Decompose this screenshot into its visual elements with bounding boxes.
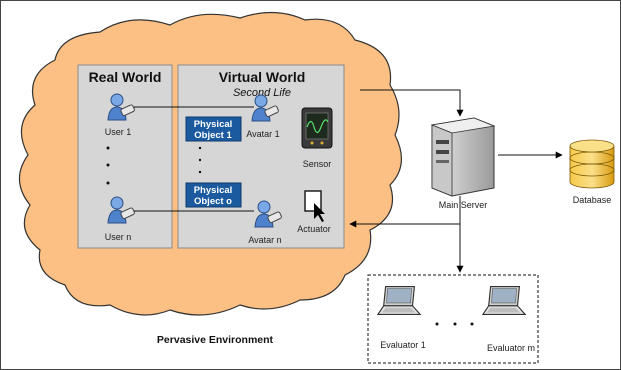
arrow-cloud-to-server <box>360 89 464 117</box>
virtual-world-title: Virtual World <box>219 69 306 85</box>
evaluator-1-label: Evaluator 1 <box>380 340 426 350</box>
sensor-icon <box>301 107 333 149</box>
ellipsis-dots-users <box>106 146 110 185</box>
ellipsis-dots-evaluators <box>435 322 474 326</box>
evaluators-box <box>367 274 539 364</box>
physical-object-o-line2: Object o <box>194 196 232 207</box>
evaluator-m-label: Evaluator m <box>487 343 535 353</box>
physical-object-1-line2: Object 1 <box>194 130 232 141</box>
user-1-label: User 1 <box>105 127 132 137</box>
virtual-world-subtitle: Second Life <box>233 87 291 99</box>
user-n-label: User n <box>105 232 132 242</box>
avatar-1-label: Avatar 1 <box>246 129 279 139</box>
physical-object-1-box <box>185 116 242 142</box>
sensor-label: Sensor <box>303 159 332 169</box>
avatar-n-label: Avatar n <box>248 235 281 245</box>
physical-object-1-line1: Physical <box>194 119 233 130</box>
main-server-icon <box>430 117 496 197</box>
physical-object-o-box <box>185 182 242 208</box>
ellipsis-dots-objects <box>198 146 202 174</box>
real-world-title: Real World <box>89 69 162 85</box>
evaluator-1-laptop-icon <box>377 286 421 316</box>
actuator-icon <box>304 190 325 222</box>
database-icon <box>569 139 615 189</box>
database-label: Database <box>573 195 612 205</box>
main-server-label: Main Server <box>439 200 488 210</box>
evaluator-m-laptop-icon <box>482 286 526 316</box>
physical-object-o-line1: Physical <box>194 185 233 196</box>
pervasive-environment-label: Pervasive Environment <box>157 334 274 346</box>
actuator-label: Actuator <box>297 224 331 234</box>
